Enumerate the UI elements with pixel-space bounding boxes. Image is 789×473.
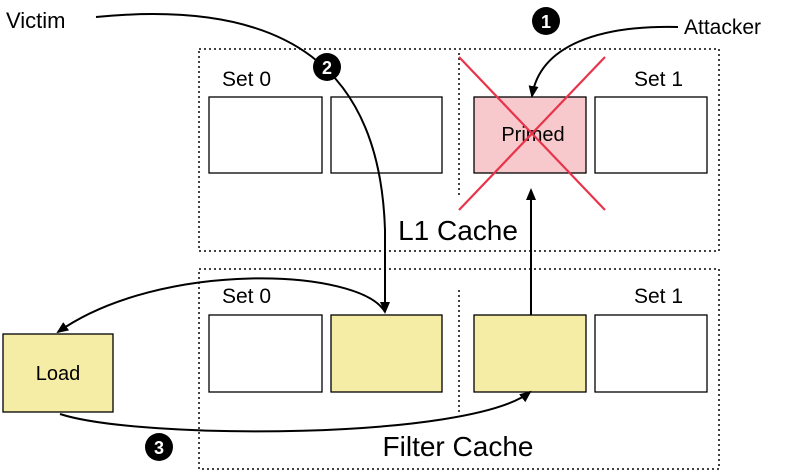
filter-cache-label: Filter Cache (383, 431, 534, 462)
l1-set0-label: Set 0 (222, 68, 271, 91)
attacker-label: Attacker (684, 16, 761, 39)
step-2-number: 2 (322, 58, 332, 78)
filter-set1-label: Set 1 (634, 285, 683, 308)
step-1-badge: 1 (532, 7, 560, 35)
attacker-prime-arrow (528, 25, 679, 98)
step-3-badge: 3 (145, 433, 173, 461)
filter-set0-way0 (208, 314, 323, 393)
l1-cache-region (198, 48, 720, 252)
filter-set0-way1-victim (330, 314, 443, 393)
step-1-circle (532, 7, 560, 35)
filter-set0-label: Set 0 (222, 285, 271, 308)
victim-load-arrow (56, 277, 386, 334)
step-3-number: 3 (154, 438, 164, 458)
step-1-number: 1 (541, 12, 551, 32)
load-box (2, 333, 114, 413)
step-2-badge: 2 (313, 53, 341, 81)
l1-set1-way1 (594, 96, 708, 174)
load-to-filter-arrow (59, 390, 532, 433)
victim-label: Victim (6, 8, 66, 33)
l1-set0-way0 (208, 96, 323, 174)
load-label: Load (36, 363, 81, 385)
step-3-circle (145, 433, 173, 461)
l1-set1-label: Set 1 (634, 68, 683, 91)
filter-cache-region (198, 268, 720, 470)
l1-cache-label: L1 Cache (398, 215, 518, 246)
filter-set1-way0-filled (473, 314, 587, 393)
evicted-cross-line-b (458, 56, 606, 211)
filter-set1-way1 (594, 314, 708, 393)
l1-set0-way1 (330, 96, 443, 174)
step-2-circle (313, 53, 341, 81)
